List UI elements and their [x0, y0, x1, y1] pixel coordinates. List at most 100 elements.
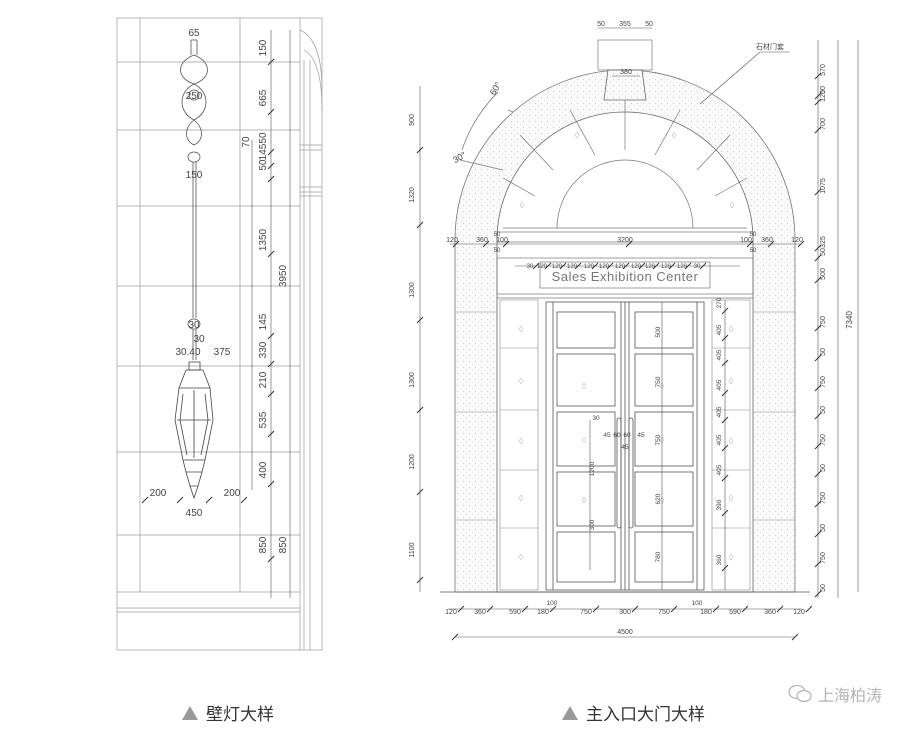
lantern — [174, 361, 214, 500]
dimension-tick — [205, 496, 213, 504]
label-note: 石材门套 — [756, 42, 784, 51]
dim-right-height: 750 — [820, 552, 827, 564]
dim-vertical: 145 — [258, 143, 269, 160]
dimension-tick — [638, 262, 646, 270]
dimension-tick — [532, 262, 540, 270]
dimension-tick — [712, 605, 720, 613]
dim-angle: 30° — [451, 149, 468, 165]
dim-rod: 375 — [214, 347, 231, 358]
dimension-tick — [544, 262, 552, 270]
dim-vertical: 145 — [258, 313, 269, 330]
dim-vertical: 330 — [258, 341, 269, 358]
double-doors — [545, 301, 705, 591]
caption-entrance-door: 主入口大门大样 — [562, 700, 705, 725]
dim-bottom: 120 — [445, 609, 457, 616]
dim-vertical: 1350 — [258, 228, 269, 251]
dim-sign: 120 — [661, 264, 672, 270]
dim-left-height: 1100 — [409, 542, 416, 557]
dim-overall-height: 7340 — [845, 311, 854, 329]
dimension-tick — [457, 605, 465, 613]
dimension-tick — [267, 108, 275, 116]
door-dimension-lines — [419, 27, 859, 638]
dimension-tick — [549, 605, 557, 613]
dimension-tick — [814, 254, 822, 262]
dim-ornament: 250 — [186, 91, 203, 102]
dimension-tick — [267, 148, 275, 156]
wall-frame — [116, 17, 323, 651]
dim-right-height: 700 — [820, 118, 827, 130]
dim-right-height: 1075 — [820, 178, 827, 194]
dimension-tick — [721, 307, 729, 315]
dimension-tick — [416, 406, 424, 414]
dim-sign: 120 — [631, 264, 642, 270]
dim-rod: 30 — [193, 334, 205, 345]
dim-overall-width: 4500 — [617, 629, 633, 636]
dimension-tick — [625, 240, 633, 248]
dim-sign: 30 — [527, 264, 534, 270]
dimension-tick — [267, 390, 275, 398]
dim-bottom: 200 — [150, 488, 167, 499]
dimension-tick — [797, 240, 805, 248]
dim-door-left: 1200 — [589, 461, 596, 476]
dim-right-height: 750 — [820, 434, 827, 446]
dim-vertical: 50 — [258, 159, 269, 171]
dimension-tick — [814, 470, 822, 478]
dim-vertical: 665 — [258, 89, 269, 106]
dim-vertical: 50 — [258, 132, 269, 144]
dimension-tick — [814, 500, 822, 508]
dim-transom-small: 50 — [750, 248, 757, 254]
dimension-tick — [721, 334, 729, 342]
dimension-tick — [652, 262, 660, 270]
dimension-tick — [176, 496, 184, 504]
dim-right-height: 50 — [820, 584, 827, 592]
dim-bottom: 120 — [793, 609, 805, 616]
dim-handle: 45 — [637, 432, 645, 439]
dim-handle: 60 — [623, 432, 631, 439]
dimension-tick — [559, 262, 567, 270]
dim-top: 50 — [597, 21, 605, 28]
dim-bottom: 180 — [700, 609, 712, 616]
caption-wall-lamp: 壁灯大样 — [182, 700, 274, 725]
dim-angle: 60° — [488, 80, 504, 97]
dim-sign: 120 — [599, 264, 610, 270]
dim-door-left: 500 — [655, 326, 662, 337]
dimension-tick — [746, 240, 754, 248]
dim-door-left: 620 — [655, 493, 662, 504]
dimension-tick — [452, 240, 460, 248]
dimension-tick — [591, 262, 599, 270]
dim-vertical: 150 — [258, 39, 269, 56]
dimension-tick — [814, 188, 822, 196]
dim-door-right: 270 — [716, 297, 723, 308]
entrance-door-detail: Sales Exhibition Center — [440, 39, 810, 593]
dimension-tick — [721, 359, 729, 367]
lamp-dimension-texts: 6525015015066550145501350145330210535400… — [141, 28, 289, 563]
dimension-tick — [767, 240, 775, 248]
dim-right-height: 120 — [820, 90, 827, 102]
dim-sign: 120 — [584, 264, 595, 270]
dimension-tick — [699, 262, 707, 270]
dimension-tick — [805, 605, 813, 613]
dimension-tick — [670, 605, 678, 613]
dimension-tick — [267, 360, 275, 368]
triangle-icon — [182, 705, 198, 720]
dim-top: 65 — [188, 28, 200, 39]
dimension-tick — [141, 496, 149, 504]
dim-far-right: 850 — [278, 536, 289, 553]
dimension-tick — [416, 576, 424, 584]
dimension-tick — [416, 316, 424, 324]
watermark: 上海柏涛 — [788, 682, 882, 706]
dimension-tick — [668, 262, 676, 270]
dimension-tick — [267, 175, 275, 183]
dim-door-left: 780 — [655, 551, 662, 562]
dim-right-height: 750 — [820, 316, 827, 328]
dim-right-height: 570 — [820, 64, 827, 76]
dimension-tick — [416, 221, 424, 229]
dim-sign: 30 — [694, 264, 701, 270]
dim-door-left: 750 — [655, 434, 662, 445]
dimension-tick — [622, 262, 630, 270]
dim-door-right: 405 — [716, 464, 723, 475]
dimension-tick — [814, 244, 822, 252]
wechat-icon — [788, 684, 812, 703]
